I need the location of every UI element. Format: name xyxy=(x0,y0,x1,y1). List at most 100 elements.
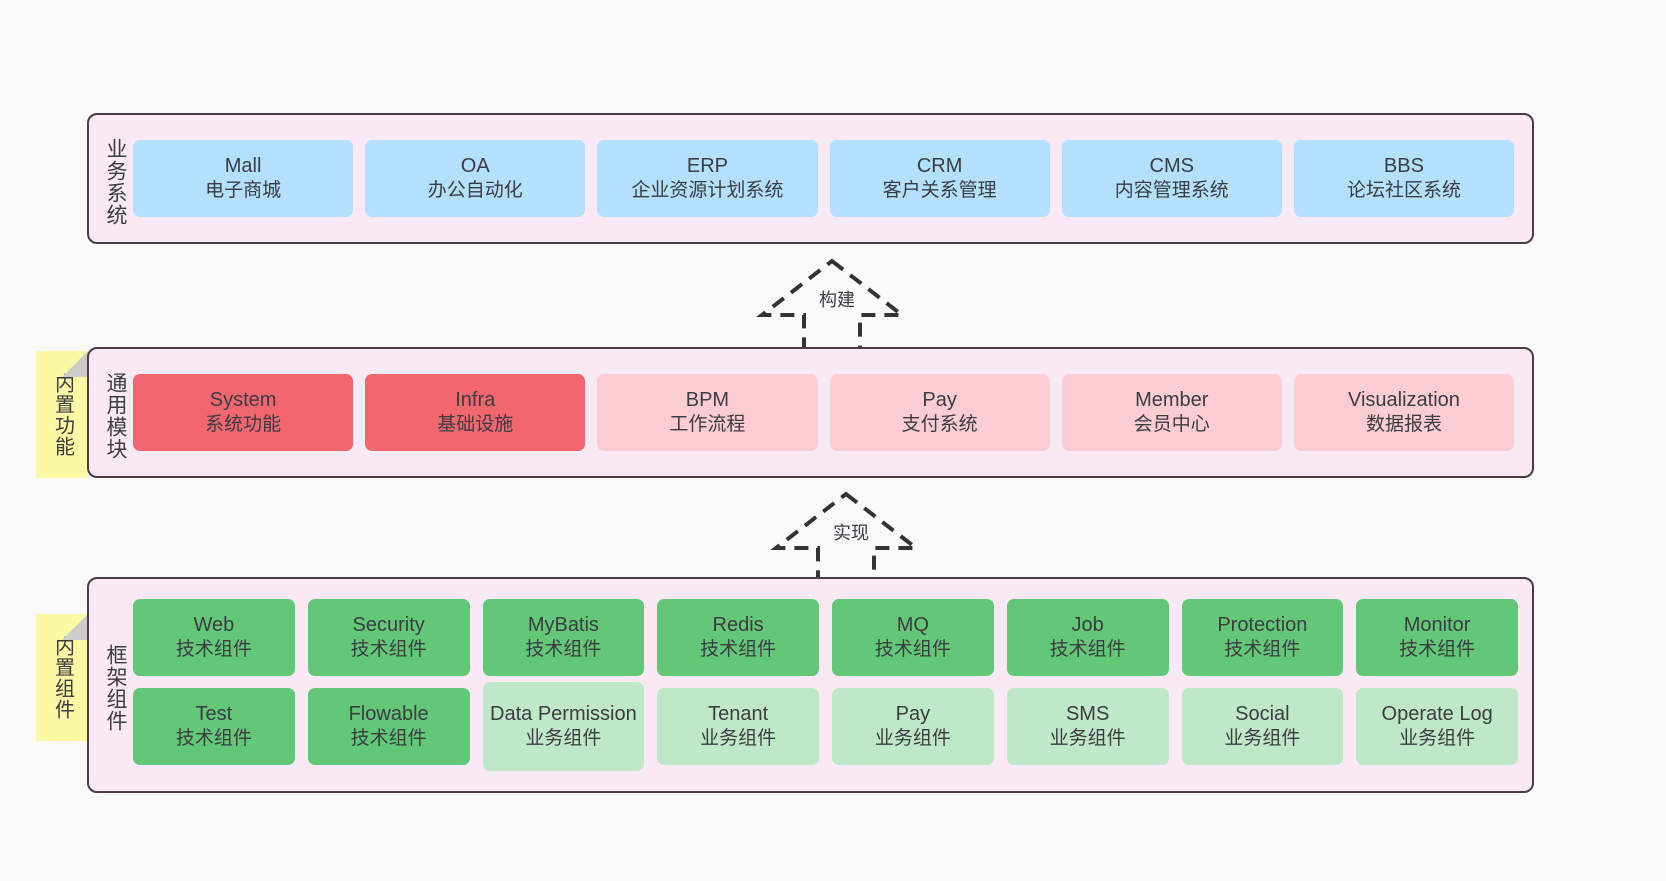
node-title-cn: 业务组件 xyxy=(874,728,951,750)
node-title-en: Mall xyxy=(224,154,262,177)
sticky-note-builtin-function: 内置功能 xyxy=(36,351,88,478)
node-title-en: BBS xyxy=(1383,154,1424,177)
node-title-en: SMS xyxy=(1065,702,1110,725)
framework-node-test[interactable]: Test 技术组件 xyxy=(133,688,295,765)
node-title-cn: 业务组件 xyxy=(1224,728,1301,750)
node-title-en: OA xyxy=(460,154,490,177)
node-title-en: Tenant xyxy=(708,702,769,725)
implement-arrow-label: 实现 xyxy=(831,523,871,544)
business-node-crm[interactable]: CRM 客户关系管理 xyxy=(829,140,1050,217)
node-title-cn: 系统功能 xyxy=(205,414,282,436)
node-title-en: Test xyxy=(195,702,233,725)
framework-node-redis[interactable]: Redis 技术组件 xyxy=(657,599,819,676)
framework-node-tenant[interactable]: Tenant 业务组件 xyxy=(657,688,819,765)
node-title-en: System xyxy=(209,388,277,411)
sticky-note-builtin-component: 内置组件 xyxy=(36,614,88,741)
business-node-erp[interactable]: ERP 企业资源计划系统 xyxy=(597,140,818,217)
node-title-en: ERP xyxy=(686,154,728,177)
node-title-cn: 技术组件 xyxy=(525,639,602,661)
module-node-system[interactable]: System 系统功能 xyxy=(133,374,354,451)
module-node-pay[interactable]: Pay 支付系统 xyxy=(829,374,1050,451)
business-node-bbs[interactable]: BBS 论坛社区系统 xyxy=(1293,140,1515,217)
node-title-en: MQ xyxy=(896,613,929,636)
node-title-cn: 业务组件 xyxy=(700,728,777,750)
module-layer-title: 通用模块 xyxy=(104,371,127,460)
node-title-en: Visualization xyxy=(1347,388,1460,411)
framework-node-protection[interactable]: Protection 技术组件 xyxy=(1181,599,1344,676)
module-node-infra[interactable]: Infra 基础设施 xyxy=(365,374,586,451)
node-title-cn: 电子商城 xyxy=(205,180,282,202)
module-node-visualization[interactable]: Visualization 数据报表 xyxy=(1293,374,1515,451)
node-title-cn: 技术组件 xyxy=(350,728,427,750)
node-title-cn: 基础设施 xyxy=(437,414,514,436)
framework-node-pay[interactable]: Pay 业务组件 xyxy=(832,688,994,765)
node-title-cn: 业务组件 xyxy=(525,728,602,750)
node-title-en: Pay xyxy=(922,388,957,411)
module-layer-nodes: System 系统功能 Infra 基础设施 BPM 工作流程 Pay 支付系统 Member 会… xyxy=(127,349,1532,476)
node-title-en: Redis xyxy=(712,613,764,636)
sticky-note-builtin-component-label: 内置组件 xyxy=(51,635,74,720)
node-title-en: BPM xyxy=(685,388,730,411)
business-node-cms[interactable]: CMS 内容管理系统 xyxy=(1061,140,1282,217)
node-title-cn: 办公自动化 xyxy=(427,180,523,202)
node-title-cn: 技术组件 xyxy=(175,639,252,661)
node-title-cn: 技术组件 xyxy=(350,639,427,661)
node-title-cn: 工作流程 xyxy=(669,414,746,436)
framework-node-data-permission[interactable]: Data Permission 业务组件 xyxy=(482,682,645,771)
business-layer-nodes: Mall 电子商城 OA 办公自动化 ERP 企业资源计划系统 CRM 客户关系管理 CMS 内容… xyxy=(127,115,1532,242)
node-title-cn: 内容管理系统 xyxy=(1114,180,1229,202)
node-title-en: Member xyxy=(1135,388,1209,411)
framework-node-flowable[interactable]: Flowable 技术组件 xyxy=(307,688,470,765)
node-title-en: Web xyxy=(193,613,235,636)
node-title-cn: 论坛社区系统 xyxy=(1346,180,1461,202)
framework-node-sms[interactable]: SMS 业务组件 xyxy=(1006,688,1169,765)
node-title-cn: 技术组件 xyxy=(1399,639,1476,661)
framework-node-social[interactable]: Social 业务组件 xyxy=(1181,688,1344,765)
business-system-layer: 业务系统 Mall 电子商城 OA 办公自动化 ERP 企业资源计划系统 CRM 客户关系管理… xyxy=(87,113,1534,244)
framework-node-mq[interactable]: MQ 技术组件 xyxy=(832,599,994,676)
node-title-en: Job xyxy=(1071,613,1104,636)
node-title-cn: 数据报表 xyxy=(1365,414,1442,436)
module-node-bpm[interactable]: BPM 工作流程 xyxy=(597,374,818,451)
framework-node-security[interactable]: Security 技术组件 xyxy=(307,599,470,676)
framework-node-monitor[interactable]: Monitor 技术组件 xyxy=(1356,599,1518,676)
node-title-cn: 技术组件 xyxy=(700,639,777,661)
sticky-note-builtin-function-label: 内置功能 xyxy=(51,372,74,457)
framework-node-mybatis[interactable]: MyBatis 技术组件 xyxy=(482,599,645,676)
business-layer-title: 业务系统 xyxy=(104,137,127,226)
node-title-cn: 业务组件 xyxy=(1049,728,1126,750)
node-title-cn: 客户关系管理 xyxy=(882,180,997,202)
node-title-en: Monitor xyxy=(1403,613,1471,636)
node-title-en: CRM xyxy=(916,154,963,177)
node-title-cn: 技术组件 xyxy=(1049,639,1126,661)
node-title-cn: 技术组件 xyxy=(874,639,951,661)
node-title-en: MyBatis xyxy=(527,613,599,636)
build-arrow-label: 构建 xyxy=(817,290,857,311)
framework-node-job[interactable]: Job 技术组件 xyxy=(1006,599,1169,676)
node-title-en: Operate Log xyxy=(1381,702,1493,725)
node-title-cn: 技术组件 xyxy=(175,728,252,750)
node-title-cn: 企业资源计划系统 xyxy=(631,180,784,202)
node-title-en: Flowable xyxy=(348,702,429,725)
framework-node-web[interactable]: Web 技术组件 xyxy=(133,599,295,676)
node-title-en: CMS xyxy=(1149,154,1194,177)
node-title-en: Security xyxy=(352,613,425,636)
node-title-en: Data Permission xyxy=(490,702,637,725)
node-title-en: Social xyxy=(1235,702,1290,725)
node-title-en: Infra xyxy=(455,388,496,411)
framework-node-operate-log[interactable]: Operate Log 业务组件 xyxy=(1356,688,1518,765)
common-module-layer: 通用模块 System 系统功能 Infra 基础设施 BPM 工作流程 Pay 支付系统 Me… xyxy=(87,347,1534,478)
business-node-oa[interactable]: OA 办公自动化 xyxy=(365,140,586,217)
module-node-member[interactable]: Member 会员中心 xyxy=(1061,374,1282,451)
node-title-cn: 支付系统 xyxy=(901,414,978,436)
node-title-cn: 会员中心 xyxy=(1133,414,1210,436)
node-title-cn: 业务组件 xyxy=(1399,728,1476,750)
node-title-en: Pay xyxy=(895,702,931,725)
node-title-cn: 技术组件 xyxy=(1224,639,1301,661)
framework-layer-title: 框架组件 xyxy=(104,644,127,732)
node-title-en: Protection xyxy=(1217,613,1308,636)
business-node-mall[interactable]: Mall 电子商城 xyxy=(133,140,354,217)
